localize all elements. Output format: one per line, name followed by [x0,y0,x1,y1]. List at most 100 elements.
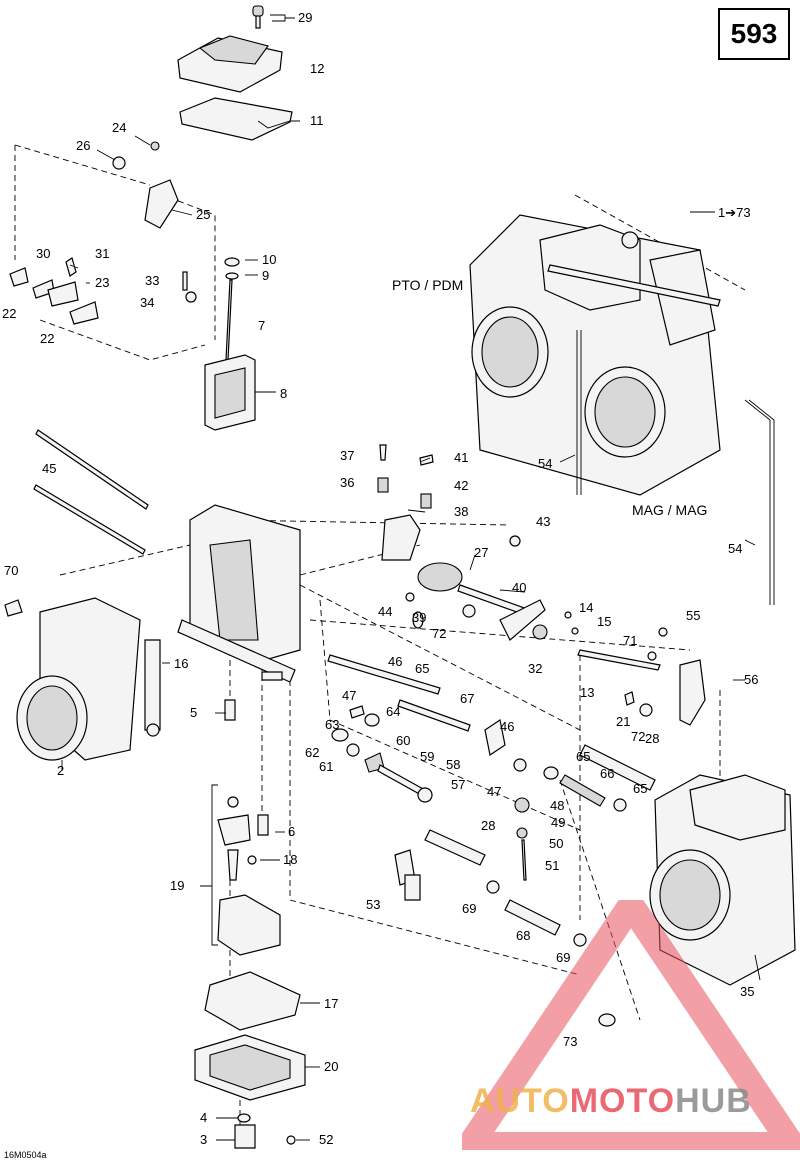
callout: 16 [174,656,188,671]
callout: 52 [319,1132,333,1147]
callout: 34 [140,295,154,310]
callout: 38 [454,504,468,519]
callout: 48 [550,798,564,813]
callout: 27 [474,545,488,560]
callout: 63 [325,717,339,732]
callout: 59 [420,749,434,764]
callout: 60 [396,733,410,748]
callout: 49 [551,815,565,830]
linkage-parts [377,444,661,671]
callout: 73 [563,1034,577,1049]
callout: 30 [36,246,50,261]
callout: 37 [340,448,354,463]
page-number-box: 593 [718,8,790,60]
callout: 32 [528,661,542,676]
callout: 31 [95,246,109,261]
throttle-lever-parts [112,141,179,229]
callout: 65 [633,781,647,796]
callout: 54 [728,541,742,556]
callout-labels: 29 12 11 24 26 25 30 31 23 22 22 33 34 1… [2,10,758,1147]
callout: 20 [324,1059,338,1074]
callout: 57 [451,777,465,792]
float-bowl-parts [194,699,306,1149]
callout: 40 [512,580,526,595]
callout: 54 [538,456,552,471]
callout: 35 [740,984,754,999]
callout: 21 [616,714,630,729]
callout: 10 [262,252,276,267]
callout: 46 [500,719,514,734]
callout: 29 [298,10,312,25]
watermark-text: AUTOMOTOHUB [470,1082,752,1121]
callout: 62 [305,745,319,760]
callout: 45 [42,461,56,476]
callout: 44 [378,604,392,619]
watermark-auto: AUTO [470,1082,570,1120]
watermark-moto: MOTO [569,1082,676,1120]
callout: 5 [190,705,197,720]
mag-label: MAG / MAG [632,502,707,518]
callout: 69 [462,901,476,916]
callout: 13 [580,685,594,700]
callout: 12 [310,61,324,76]
callout: 9 [262,268,269,283]
leader-lines [61,14,761,1141]
callout: 42 [454,478,468,493]
needle-and-slide [204,279,256,431]
overflow-tubes [576,330,775,605]
callout: 22 [2,306,16,321]
callout: 36 [340,475,354,490]
callout: 22 [40,331,54,346]
bracket-parts [624,627,706,726]
callout: 53 [366,897,380,912]
callout: 23 [95,275,109,290]
reference-code: 16M0504a [4,1150,47,1160]
callout: 47 [487,784,501,799]
callout: 11 [310,113,324,128]
callout: 67 [460,691,474,706]
callout: 47 [342,688,356,703]
carburetor-body [177,504,301,683]
callout: 65 [415,661,429,676]
float-chamber-cover [177,5,293,141]
shafts-and-springs [327,654,656,1027]
callout: 28 [481,818,495,833]
callout: 70 [4,563,18,578]
callout: 46 [388,654,402,669]
callout: 71 [623,633,637,648]
page-number: 593 [730,18,778,49]
callout: 72 [432,626,446,641]
callout: 55 [686,608,700,623]
callout: 61 [319,759,333,774]
callout: 68 [516,928,530,943]
callout: 50 [549,836,563,851]
callout: 51 [545,858,559,873]
callout: 15 [597,614,611,629]
callout: 19 [170,878,184,893]
small-hardware-parts [9,257,240,325]
watermark-hub: HUB [675,1082,752,1120]
callout: 6 [288,824,295,839]
callout: 8 [280,386,287,401]
callout: 28 [645,731,659,746]
callout: 39 [412,610,426,625]
callout: 25 [196,207,210,222]
callout: 33 [145,273,159,288]
callout: 18 [283,852,297,867]
pto-label: PTO / PDM [392,277,463,293]
callout: 14 [579,600,593,615]
carburetor-assembly-top [469,214,721,496]
long-screws [33,429,149,555]
callout: 56 [744,672,758,687]
callout: 7 [258,318,265,333]
callout: 69 [556,950,570,965]
callout: 17 [324,996,338,1011]
callout: 4 [200,1110,207,1125]
callout: 26 [76,138,90,153]
callout: 41 [454,450,468,465]
callout: 24 [112,120,126,135]
watermark-triangle-logo [462,900,800,1150]
callout: 3 [200,1132,207,1147]
intake-boot [4,597,161,761]
